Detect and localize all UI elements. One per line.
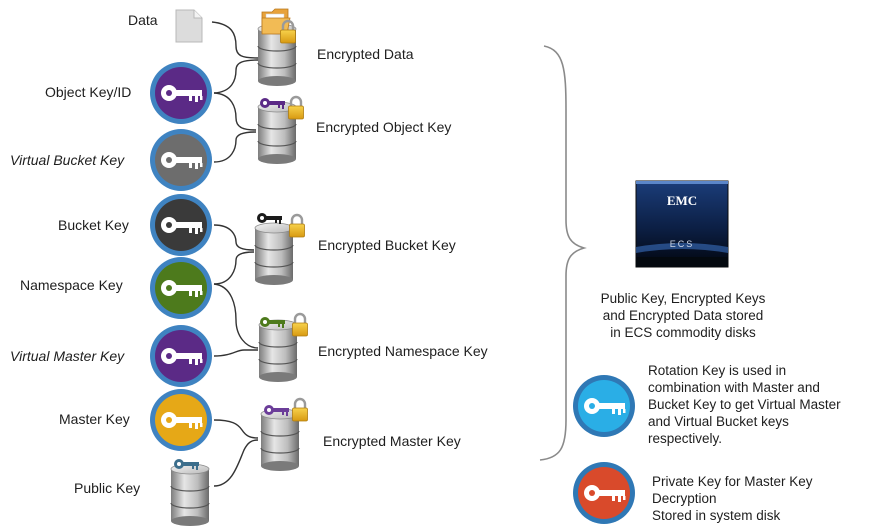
master-key-icon <box>150 389 212 451</box>
rotation-key-line: and Virtual Bucket keys <box>648 414 789 429</box>
appliance-caption-line: Public Key, Encrypted Keys <box>600 291 766 306</box>
rotation-key-line: combination with Master and <box>648 380 820 395</box>
emc-logo-text: EMC <box>667 193 697 208</box>
private-key-line: Stored in system disk <box>652 508 781 523</box>
appliance-caption-line: and Encrypted Data stored <box>602 308 764 323</box>
label-encrypted-master-key: Encrypted Master Key <box>323 433 461 449</box>
label-master-key: Master Key <box>59 411 130 427</box>
label-bucket-key: Bucket Key <box>58 217 129 233</box>
rotation-key-icon <box>573 375 635 437</box>
label-encrypted-namespace-key: Encrypted Namespace Key <box>318 343 488 359</box>
bucket-key-icon <box>150 194 212 256</box>
rotation-key-line: respectively. <box>648 431 723 446</box>
namespace-key-icon <box>150 257 212 319</box>
virtual-master-key-icon <box>150 325 212 387</box>
appliance-caption: Public Key, Encrypted Keys and Encrypted… <box>572 290 794 341</box>
ecs-appliance-icon <box>635 180 729 268</box>
label-namespace-key: Namespace Key <box>20 277 123 293</box>
document-icon <box>175 9 203 43</box>
private-key-icon <box>573 462 635 524</box>
private-key-line: Decryption <box>652 491 717 506</box>
label-data: Data <box>128 12 158 28</box>
appliance-caption-line: in ECS commodity disks <box>610 325 756 340</box>
label-public-key: Public Key <box>74 480 141 496</box>
encrypted-bucket-key-lock-icon <box>288 213 306 239</box>
public-key-database-icon <box>170 463 210 527</box>
label-virtual-master-key: Virtual Master Key <box>10 348 125 364</box>
connector-lines <box>211 21 587 487</box>
object-key-icon <box>150 62 212 124</box>
rotation-key-line: Rotation Key is used in <box>648 363 787 378</box>
private-key-description: Private Key for Master Key Decryption St… <box>652 473 882 524</box>
encrypted-namespace-key-database-icon <box>258 319 298 383</box>
rotation-key-description: Rotation Key is used in combination with… <box>648 362 884 447</box>
encrypted-bucket-key-small-key-icon <box>257 213 282 224</box>
encrypted-namespace-key-lock-icon <box>291 312 309 338</box>
encrypted-bucket-key-database-icon <box>254 222 294 286</box>
ecs-product-text: ECS <box>670 239 695 249</box>
label-object-key: Object Key/ID <box>45 84 132 100</box>
virtual-bucket-key-icon <box>150 129 212 191</box>
rotation-key-line: Bucket Key to get Virtual Master <box>648 397 841 412</box>
label-virtual-bucket-key: Virtual Bucket Key <box>10 152 125 168</box>
private-key-line: Private Key for Master Key <box>652 474 813 489</box>
encrypted-object-key-lock-icon <box>287 95 305 121</box>
encrypted-master-key-lock-icon <box>291 397 309 423</box>
label-encrypted-object-key: Encrypted Object Key <box>316 119 452 135</box>
label-encrypted-bucket-key: Encrypted Bucket Key <box>318 237 456 253</box>
label-encrypted-data: Encrypted Data <box>317 46 414 62</box>
